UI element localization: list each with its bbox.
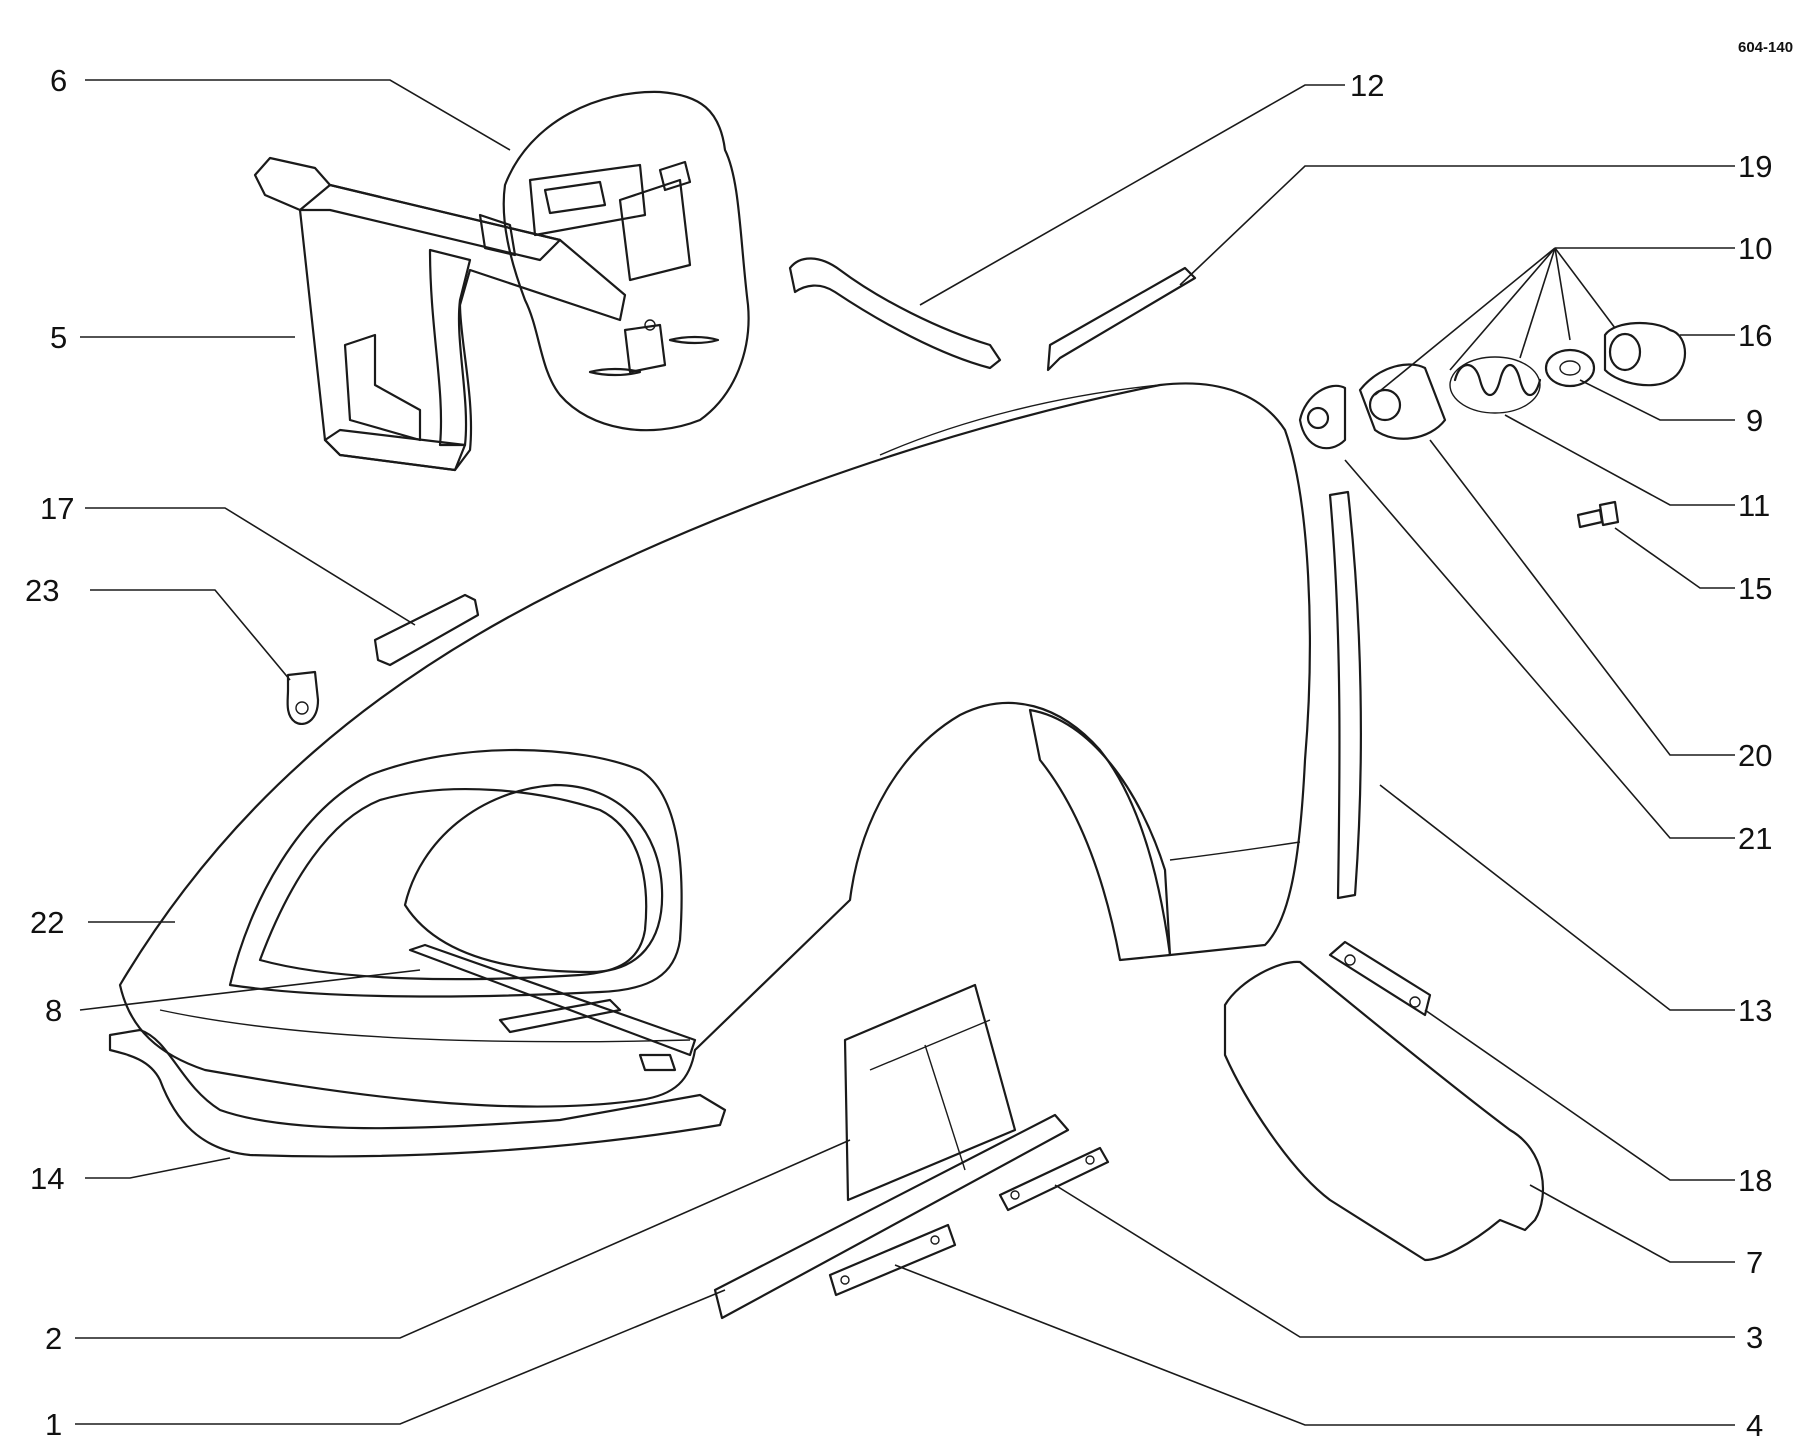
- leader-line-9: [1579, 379, 1735, 421]
- leader-line-21: [1344, 459, 1735, 839]
- callout-label-7: 7: [1746, 1245, 1763, 1280]
- leader-line-14: [85, 1157, 231, 1179]
- upper-seal-strip: [1046, 266, 1197, 372]
- callout-label-1: 1: [45, 1407, 62, 1442]
- leader-line-11: [1504, 414, 1735, 506]
- callout-label-20: 20: [1738, 738, 1772, 773]
- long-bar: [713, 1113, 1070, 1320]
- callout-label-5: 5: [50, 320, 67, 355]
- leader-line-23: [90, 589, 291, 681]
- leader-line-8: [79, 969, 421, 1011]
- leader-line-7: [1529, 1184, 1735, 1263]
- leader-line-18: [1424, 1009, 1735, 1181]
- top-seal-strip: [788, 257, 1002, 370]
- leader-line-2: [75, 1139, 851, 1339]
- clip-23: [286, 670, 320, 726]
- plate-18: [1328, 940, 1432, 1017]
- callout-label-14: 14: [30, 1161, 64, 1196]
- short-plate-3: [998, 1146, 1110, 1212]
- leader-line-19: [1179, 165, 1735, 286]
- callout-label-15: 15: [1738, 571, 1772, 606]
- side-seal-strip: [1328, 490, 1362, 900]
- leader-line-20: [1429, 439, 1735, 756]
- leader-fan-10-3: [1519, 247, 1556, 359]
- callout-label-11: 11: [1738, 488, 1770, 523]
- drawing-reference: 604-140: [1738, 39, 1793, 56]
- leader-line-17: [85, 507, 416, 626]
- mounting-bracket: [253, 156, 627, 472]
- callout-label-18: 18: [1738, 1163, 1772, 1198]
- clip-17: [373, 593, 480, 667]
- leader-line-13: [1379, 784, 1735, 1011]
- leader-line-3: [1054, 1184, 1735, 1338]
- callout-label-10: 10: [1738, 231, 1772, 266]
- lower-seal-strip: [108, 1028, 727, 1158]
- leader-fan-10-4: [1554, 247, 1571, 341]
- leader-fan-10-5: [1554, 247, 1616, 329]
- callout-label-23: 23: [25, 573, 59, 608]
- callout-label-12: 12: [1350, 68, 1384, 103]
- callout-label-13: 13: [1738, 993, 1772, 1028]
- bearing-assembly: [1298, 321, 1686, 450]
- mud-flap-panel: [1223, 960, 1545, 1262]
- leader-line-1: [75, 1289, 726, 1425]
- callout-label-17: 17: [40, 491, 74, 526]
- leader-line-12: [919, 84, 1345, 306]
- leader-fan-10-1: [1374, 247, 1556, 396]
- square-panel: [843, 983, 1017, 1202]
- callout-label-9: 9: [1746, 403, 1763, 438]
- leader-line-4: [894, 1264, 1735, 1426]
- callout-label-3: 3: [1746, 1320, 1763, 1355]
- callout-label-8: 8: [45, 993, 62, 1028]
- callout-label-4: 4: [1746, 1408, 1763, 1443]
- callout-label-6: 6: [50, 63, 67, 98]
- leader-line-6: [85, 79, 511, 151]
- callout-label-19: 19: [1738, 149, 1772, 184]
- bolt-15: [1576, 500, 1620, 529]
- callout-label-22: 22: [30, 905, 64, 940]
- front-wing-panel: [118, 382, 1311, 1108]
- headlamp-mounting-plate: [502, 90, 750, 432]
- callout-label-2: 2: [45, 1321, 62, 1356]
- callout-label-21: 21: [1738, 821, 1772, 856]
- plate-4: [828, 1223, 957, 1297]
- leader-line-15: [1614, 527, 1735, 589]
- leader-fan-10-2: [1449, 247, 1556, 371]
- callout-label-16: 16: [1738, 318, 1772, 353]
